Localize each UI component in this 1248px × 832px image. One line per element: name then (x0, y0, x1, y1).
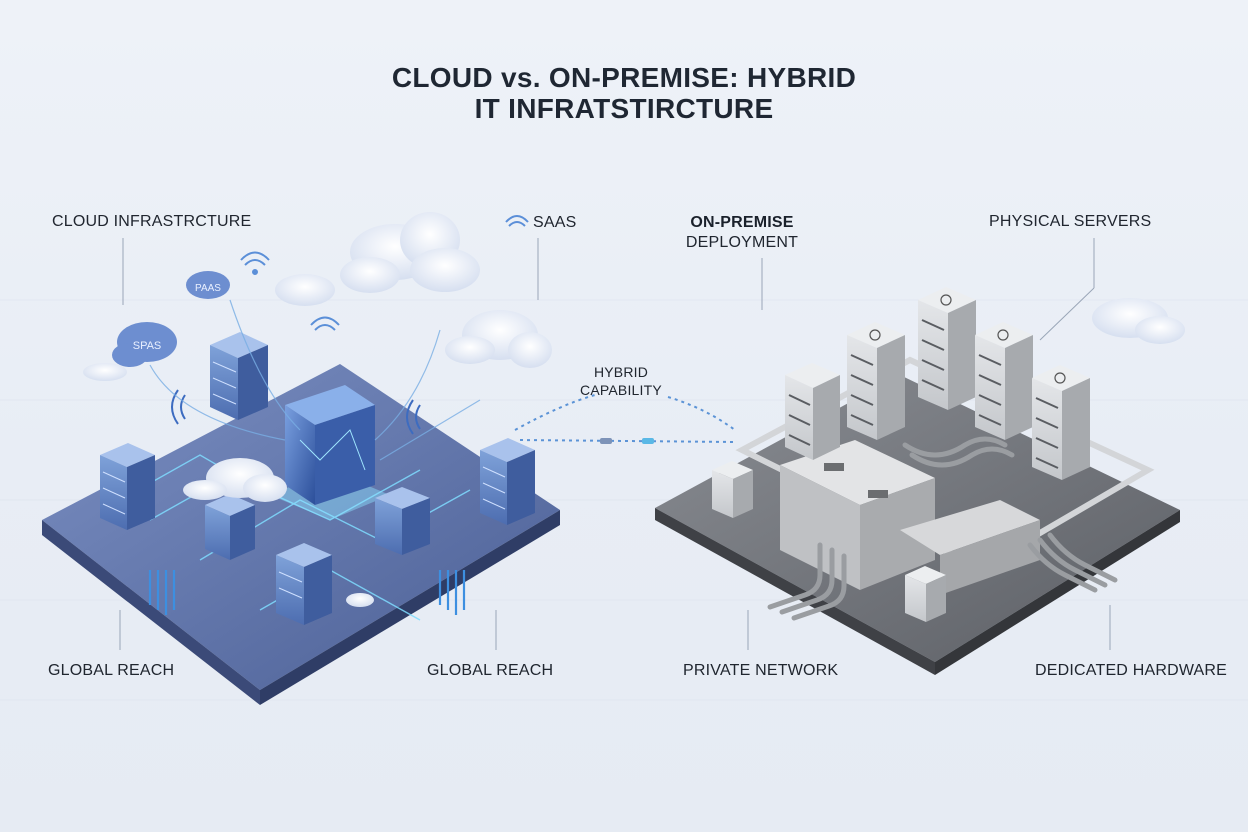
cloud-connections (149, 299, 481, 461)
onprem-pipes (767, 436, 1118, 621)
physical-server-rack-4 (785, 363, 840, 460)
onprem-cloud-shape (1092, 298, 1185, 344)
cloud-shape-large (340, 212, 480, 293)
physical-server-rack-small-2 (905, 566, 946, 622)
physical-server-rack-small-1 (712, 461, 753, 518)
private-network-label: PRIVATE NETWORK (683, 662, 839, 679)
cloud-leader-lines (119, 238, 539, 650)
wifi-icon (240, 215, 529, 331)
physical-server-rack-1 (918, 287, 976, 410)
title-line-1: CLOUD vs. ON-PREMISE: HYBRID (391, 62, 857, 93)
cloud-infrastructure-label: CLOUD INFRASTRCTURE (52, 213, 252, 230)
link-connector-right (642, 438, 654, 444)
physical-server-rack-3 (975, 322, 1033, 440)
onprem-building (780, 440, 1040, 595)
physical-server-rack-5 (1032, 365, 1090, 480)
onprem-leader-lines (747, 238, 1111, 650)
saas-bubble-text: SPAS (133, 340, 162, 352)
physical-server-rack-2 (847, 322, 905, 440)
saas-label: SAAS (533, 214, 577, 231)
hybrid-label-line-1: HYBRID (593, 364, 649, 380)
paas-bubble (186, 271, 230, 299)
cloud-cables-left (148, 570, 466, 615)
onprem-heading-line-1: ON-PREMISE (690, 214, 794, 231)
cloud-server-rack-4 (276, 543, 332, 625)
physical-servers-label: PHYSICAL SERVERS (989, 213, 1152, 230)
cloud-server-rack-6 (375, 487, 430, 555)
dedicated-hardware-label: DEDICATED HARDWARE (1035, 662, 1228, 679)
cloud-shape-right (445, 310, 552, 368)
cloud-server-rack-3 (480, 438, 535, 525)
cloud-platform (42, 364, 560, 705)
cloud-core-cube (270, 385, 390, 520)
saas-bubble (112, 322, 177, 367)
link-connector-left (600, 438, 612, 444)
cloud-shape-small (83, 274, 374, 607)
global-reach-right-label: GLOBAL REACH (427, 662, 554, 679)
cloud-server-rack-5 (205, 494, 255, 560)
paas-bubble-text: PAAS (195, 283, 221, 294)
cloud-shape-platform (183, 458, 287, 502)
onprem-heading-line-2: DEPLOYMENT (685, 234, 799, 251)
global-reach-left-label: GLOBAL REACH (48, 662, 175, 679)
cloud-server-rack-2 (100, 443, 155, 530)
signal-icon (171, 389, 421, 435)
cloud-server-rack-1 (210, 332, 268, 420)
title-line-2: IT INFRATSTIRCTURE (474, 93, 774, 124)
hybrid-link (514, 394, 736, 443)
hybrid-label-line-2: CAPABILITY (580, 382, 662, 398)
